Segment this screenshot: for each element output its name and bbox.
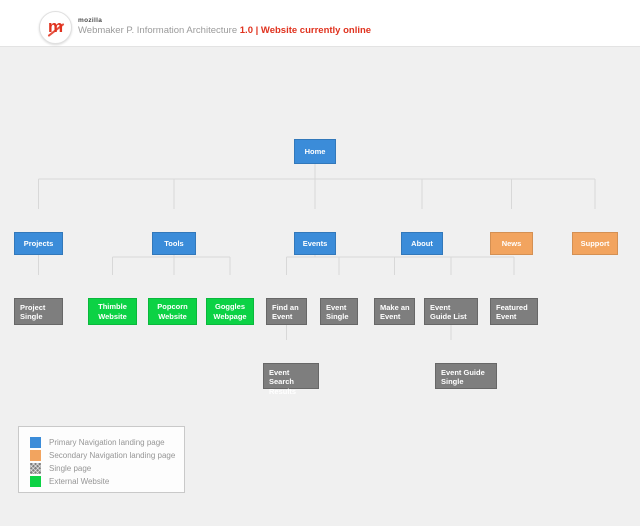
legend-label: Primary Navigation landing page	[49, 438, 165, 447]
node-make-an-event: Make an Event	[374, 298, 415, 325]
node-event-single: Event Single	[320, 298, 358, 325]
node-goggles-webpage: Goggles Webpage	[206, 298, 254, 325]
document-title-text: Webmaker P. Information Architecture	[78, 25, 240, 36]
node-about: About	[401, 232, 443, 255]
legend: Primary Navigation landing page Secondar…	[18, 426, 185, 493]
node-event-guide-list: Event Guide List	[424, 298, 478, 325]
legend-item-single: Single page	[30, 462, 184, 475]
node-home: Home	[294, 139, 336, 164]
legend-label: Single page	[49, 464, 92, 473]
node-project-single: Project Single	[14, 298, 63, 325]
legend-label: Secondary Navigation landing page	[49, 451, 176, 460]
node-event-search-results: Event Search Results	[263, 363, 319, 396]
node-find-an-event: Find an Event	[266, 298, 307, 325]
node-popcorn-website: Popcorn Website	[148, 298, 197, 325]
node-featured-event: Featured Event	[490, 298, 538, 325]
node-events: Events	[294, 232, 336, 255]
legend-item-primary: Primary Navigation landing page	[30, 436, 184, 449]
legend-swatch-single	[30, 463, 41, 474]
document-title-status: 1.0 | Website currently online	[239, 25, 372, 36]
node-news: News	[490, 232, 533, 255]
legend-swatch-secondary	[30, 450, 41, 461]
legend-swatch-external	[30, 476, 41, 487]
header-bar: m mozilla Webmaker P. Information Archit…	[0, 0, 640, 47]
webmaker-logo-icon: m	[39, 11, 72, 44]
legend-label: External Website	[49, 477, 110, 486]
sitemap-diagram: Home Projects Tools Events About News Su…	[0, 46, 640, 493]
node-event-guide-single: Event Guide Single	[435, 363, 497, 389]
legend-item-secondary: Secondary Navigation landing page	[30, 449, 184, 462]
node-projects: Projects	[14, 232, 63, 255]
mozilla-wordmark: mozilla	[78, 17, 103, 24]
node-thimble-website: Thimble Website	[88, 298, 137, 325]
legend-item-external: External Website	[30, 475, 184, 488]
node-support: Support	[572, 232, 618, 255]
document-title: Webmaker P. Information Architecture 1.0…	[78, 25, 371, 36]
legend-swatch-primary	[30, 437, 41, 448]
node-tools: Tools	[152, 232, 196, 255]
